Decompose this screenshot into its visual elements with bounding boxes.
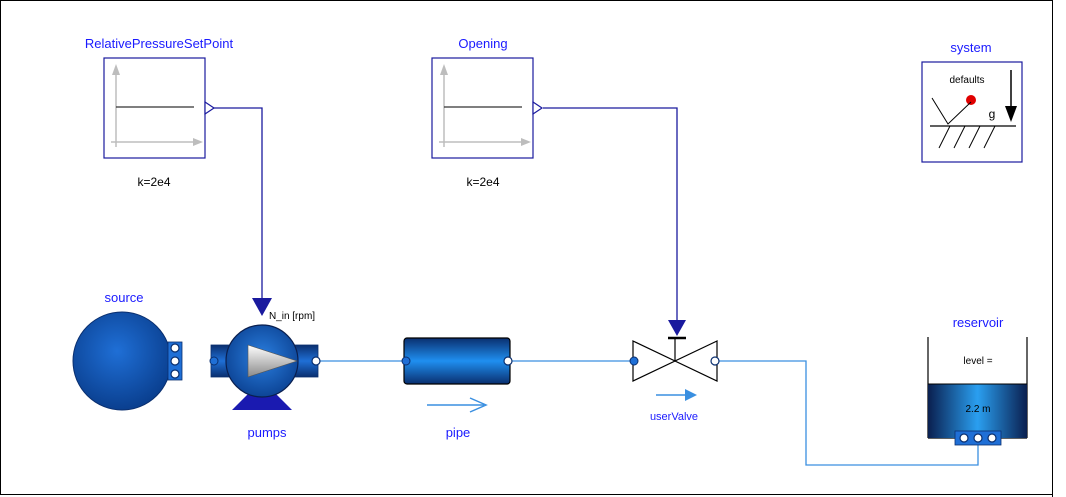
opening-name: Opening bbox=[458, 36, 507, 51]
pump-impeller-icon bbox=[247, 344, 298, 378]
valve-inlet-port[interactable] bbox=[629, 356, 639, 366]
system-ball-icon bbox=[966, 95, 976, 105]
system-block[interactable]: system defaults g bbox=[921, 40, 1023, 163]
user-valve-name: userValve bbox=[650, 411, 698, 423]
reservoir-port-2[interactable] bbox=[973, 433, 983, 443]
relative-pressure-setpoint-name: RelativePressureSetPoint bbox=[85, 36, 234, 51]
source-port-2[interactable] bbox=[170, 356, 180, 366]
user-valve-component[interactable]: userValve bbox=[629, 320, 720, 423]
pipe-inlet-port[interactable] bbox=[401, 356, 411, 366]
pumps-name: pumps bbox=[247, 425, 287, 440]
pumps-component[interactable]: N_in [rpm] pumps bbox=[209, 298, 321, 440]
relative-pressure-setpoint-param: k=2e4 bbox=[137, 175, 170, 189]
relative-pressure-setpoint-block[interactable]: RelativePressureSetPoint k=2e4 bbox=[85, 36, 234, 189]
fluid-line-valve-reservoir bbox=[715, 360, 979, 466]
source-component[interactable]: source bbox=[72, 290, 183, 411]
opening-param: k=2e4 bbox=[466, 175, 499, 189]
pump-inlet-port[interactable] bbox=[209, 356, 219, 366]
valve-input-arrow-icon bbox=[668, 320, 686, 336]
reservoir-level-value: 2.2 m bbox=[965, 404, 990, 415]
opening-block[interactable]: Opening k=2e4 bbox=[431, 36, 544, 189]
reservoir-level-label: level = bbox=[963, 356, 992, 367]
source-port-3[interactable] bbox=[170, 369, 180, 379]
reservoir-port-3[interactable] bbox=[987, 433, 997, 443]
reservoir-port-1[interactable] bbox=[959, 433, 969, 443]
pump-input-arrow-icon bbox=[252, 298, 272, 316]
signal-line-opening bbox=[543, 107, 678, 322]
source-name: source bbox=[104, 290, 143, 305]
signal-line-pressure bbox=[214, 107, 263, 300]
valve-outlet-port[interactable] bbox=[710, 356, 720, 366]
source-port-1[interactable] bbox=[170, 343, 180, 353]
right-edge-bar bbox=[1052, 0, 1066, 497]
reservoir-component[interactable]: reservoir level = 2.2 m bbox=[927, 315, 1028, 446]
system-g-label: g bbox=[989, 107, 996, 121]
pipe-outlet-port[interactable] bbox=[503, 356, 513, 366]
pipe-component[interactable]: pipe bbox=[401, 337, 513, 440]
reservoir-name: reservoir bbox=[953, 315, 1004, 330]
pumps-input-label: N_in [rpm] bbox=[269, 311, 315, 322]
system-defaults-label: defaults bbox=[949, 75, 984, 86]
system-name: system bbox=[950, 40, 991, 55]
pump-outlet-port[interactable] bbox=[311, 356, 321, 366]
pipe-name: pipe bbox=[446, 425, 471, 440]
